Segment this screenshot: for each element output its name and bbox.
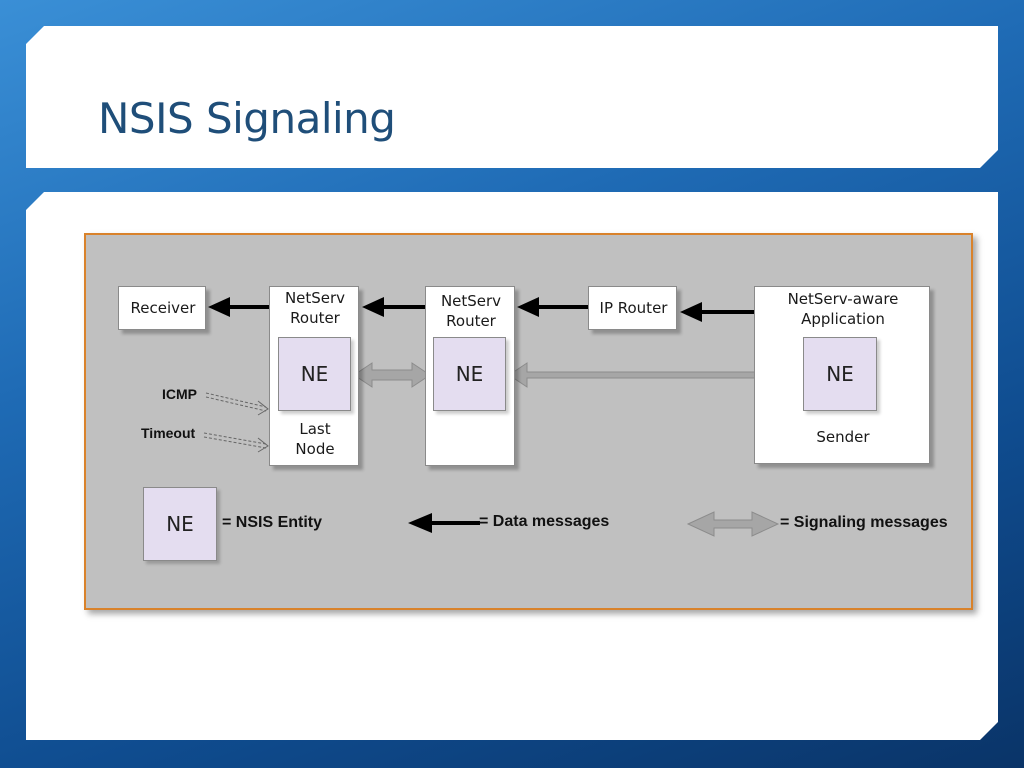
diagram-arrows: [203, 297, 800, 537]
title-panel: [26, 26, 998, 168]
data-arrow-iprouter-to-router2: [517, 297, 588, 317]
signaling-arrow-ne1-ne2: [353, 362, 431, 388]
legend-ne-symbol: NE: [143, 487, 217, 561]
receiver-label: Receiver: [130, 299, 196, 317]
timeout-label: Timeout: [141, 425, 196, 441]
icmp-label: ICMP: [162, 386, 197, 402]
ip-router-box: IP Router: [588, 286, 677, 330]
sender-label: Sender: [816, 428, 870, 446]
timeout-pointer: [203, 432, 269, 453]
netserv-router-1-label: NetServ Router: [284, 289, 346, 328]
ne-last-node: NE: [278, 337, 351, 411]
legend-data-arrow: [408, 513, 480, 533]
data-arrow-app-to-iprouter: [680, 302, 754, 322]
legend-ne-text: = NSIS Entity: [222, 514, 323, 531]
last-node-label: Last Node: [295, 420, 335, 459]
diagram-frame: Receiver NetServ Router Last Node NE Net…: [84, 233, 973, 610]
legend-signaling-arrow: [686, 511, 780, 537]
netserv-router-2-label: NetServ Router: [440, 292, 502, 331]
icmp-pointer: [205, 392, 269, 416]
data-arrow-router1-to-receiver: [208, 297, 269, 317]
ne-router-2: NE: [433, 337, 506, 411]
legend-signaling-text: = Signaling messages: [780, 514, 948, 531]
data-arrow-router2-to-router1: [362, 297, 425, 317]
legend-data-text: = Data messages: [479, 513, 610, 530]
application-label: NetServ-aware Application: [787, 290, 899, 329]
ne-sender: NE: [803, 337, 877, 411]
ip-router-label: IP Router: [599, 299, 668, 317]
slide-title: NSIS Signaling: [98, 94, 396, 143]
receiver-box: Receiver: [118, 286, 206, 330]
